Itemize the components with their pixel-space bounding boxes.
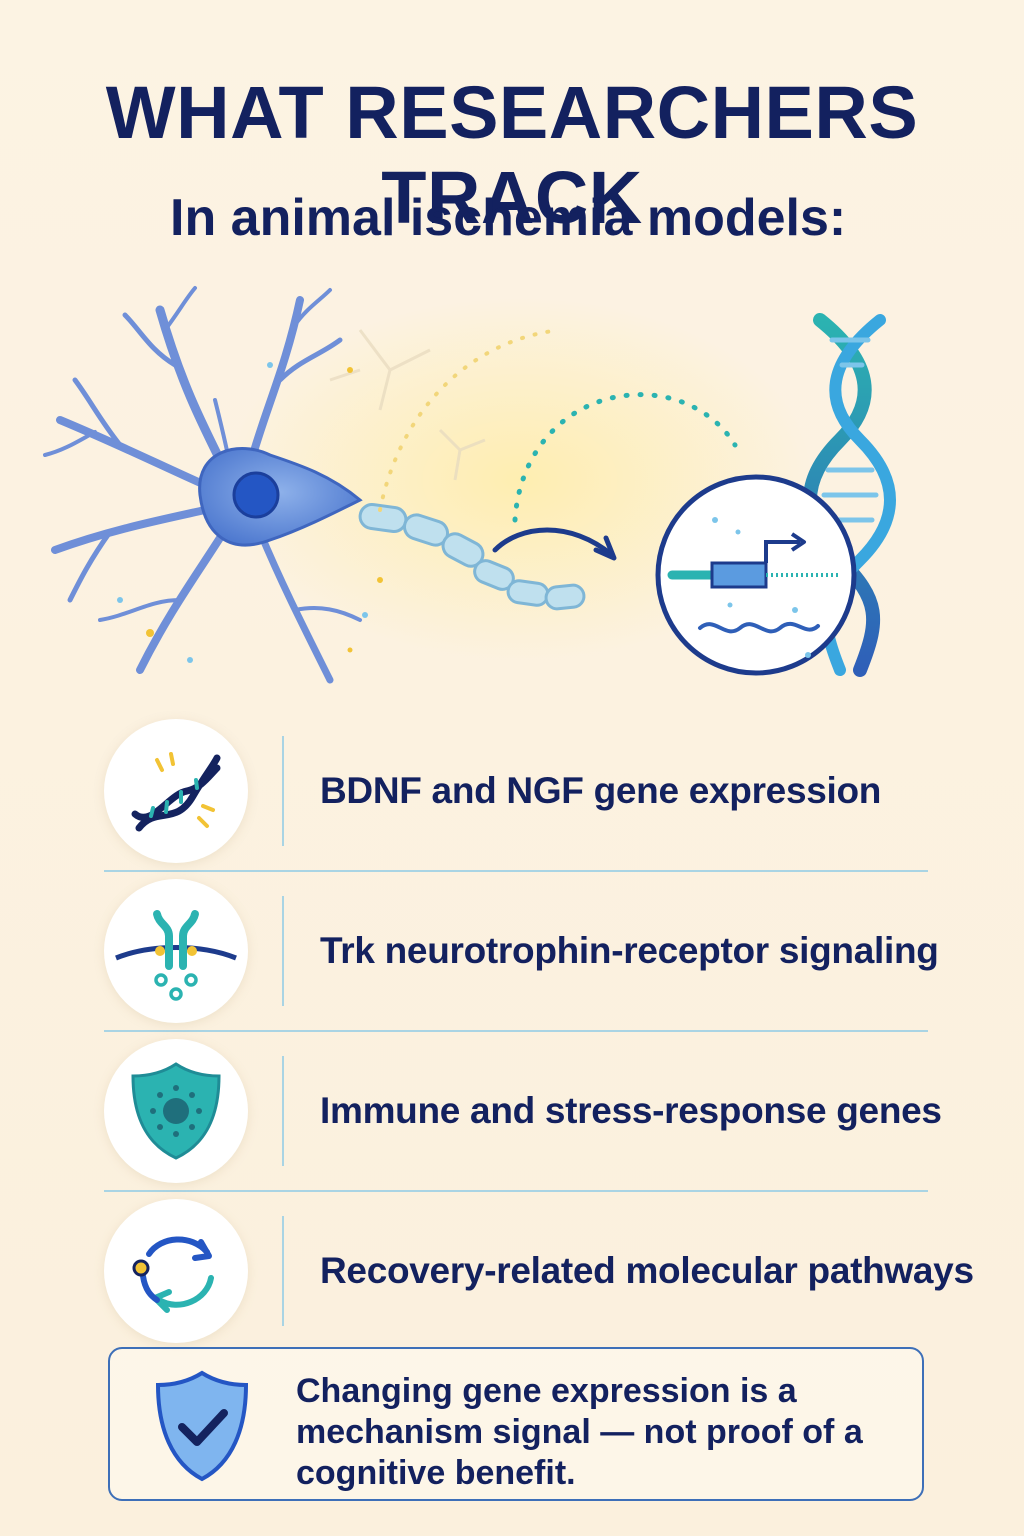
item-label: Trk neurotrophin-receptor signaling	[320, 930, 939, 971]
item-label: Immune and stress-response genes	[320, 1090, 942, 1131]
list-item: Recovery-related molecular pathways	[104, 1192, 974, 1350]
dna-helix-icon	[131, 752, 221, 832]
gene-transcription-icon	[655, 474, 857, 676]
cycle-arrows-icon	[132, 1236, 214, 1313]
icon-badge	[104, 879, 248, 1023]
neuron-nucleus	[232, 471, 280, 519]
list-item: Trk neurotrophin-receptor signaling	[104, 872, 939, 1032]
disclaimer-note: Changing gene expression is a mechanism …	[108, 1347, 924, 1501]
item-label: Recovery-related molecular pathways	[320, 1250, 974, 1291]
neuron-soma	[198, 447, 363, 547]
neuron-to-gene-illustration	[43, 286, 896, 684]
list-item: BDNF and NGF gene expression	[104, 712, 928, 872]
shield-check-icon	[155, 1370, 249, 1482]
neuron-axon	[358, 502, 586, 611]
page-title: WHAT RESEARCHERS TRACK	[105, 71, 919, 239]
neuron-dendrites	[43, 286, 362, 684]
signal-dotted-arc	[512, 392, 738, 523]
list-item: Immune and stress-response genes	[104, 1032, 942, 1192]
separator	[282, 1216, 284, 1326]
page-subtitle: In animal ischemia models:	[170, 189, 847, 247]
faint-neuron-decoration	[329, 329, 486, 481]
particle-dots	[117, 362, 383, 663]
note-text: Changing gene expression is a mechanism …	[296, 1372, 863, 1492]
arrow-right-icon	[492, 527, 617, 561]
faint-dotted-arc	[378, 328, 562, 512]
separator	[282, 736, 284, 846]
icon-badge	[104, 1039, 248, 1183]
icon-badge	[104, 1199, 248, 1343]
icon-badge	[104, 719, 248, 863]
receptor-icon	[115, 910, 237, 1001]
separator	[282, 896, 284, 1006]
separator	[282, 1056, 284, 1166]
shield-cell-icon	[131, 1062, 221, 1160]
tracked-items-list: BDNF and NGF gene expression	[104, 712, 974, 1350]
item-label: BDNF and NGF gene expression	[320, 770, 882, 811]
